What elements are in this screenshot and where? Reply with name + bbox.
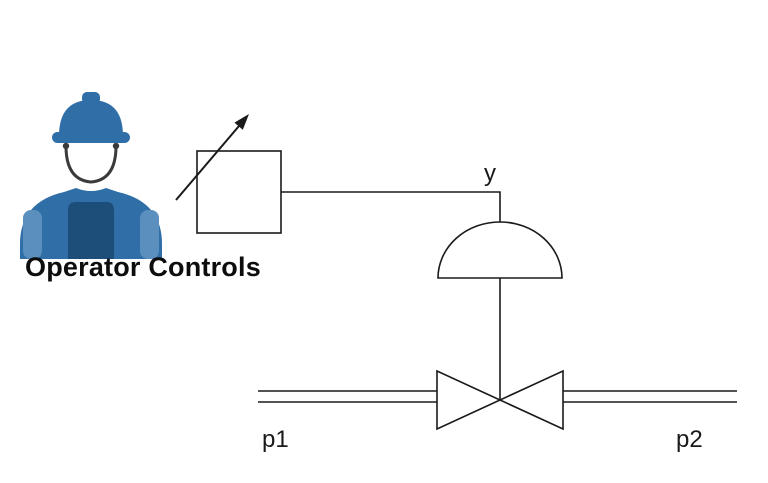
operator-bib	[68, 202, 114, 259]
valve-body-right	[498, 369, 564, 431]
adjustment-arrow-head-icon	[234, 114, 249, 130]
signal-line	[281, 191, 501, 224]
signal-label: y	[484, 160, 496, 187]
operator-controls-label: Operator Controls	[25, 252, 261, 282]
outlet-pressure-label: p2	[676, 426, 703, 453]
hard-hat-icon	[52, 92, 130, 143]
operator-arms	[23, 210, 159, 259]
adjustment-arrow-shaft	[175, 125, 240, 201]
valve-body-left	[436, 369, 502, 431]
inlet-pressure-label: p1	[262, 426, 289, 453]
control-box	[196, 150, 282, 234]
operator-strap	[62, 142, 120, 184]
operator-icon	[20, 92, 162, 259]
schematic-lines: y p1 p2	[175, 114, 737, 453]
actuator-dome	[437, 221, 563, 279]
